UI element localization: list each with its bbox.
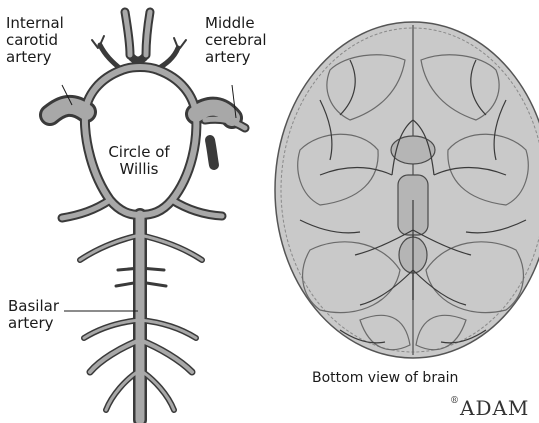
adam-logo: ®ADAM [450,396,529,420]
internal-carotid-label: Internal carotid artery [6,15,64,66]
registered-mark: ® [450,396,460,406]
bottom-view-caption: Bottom view of brain [312,370,458,387]
artery-diagram [50,12,245,420]
middle-cerebral-label: Middle cerebral artery [205,15,267,66]
brain-bottom-view [275,22,539,358]
basilar-artery-label: Basilar artery [8,298,59,332]
adam-logo-text: ADAM [460,396,529,420]
circle-of-willis-label: Circle of Willis [94,144,184,178]
